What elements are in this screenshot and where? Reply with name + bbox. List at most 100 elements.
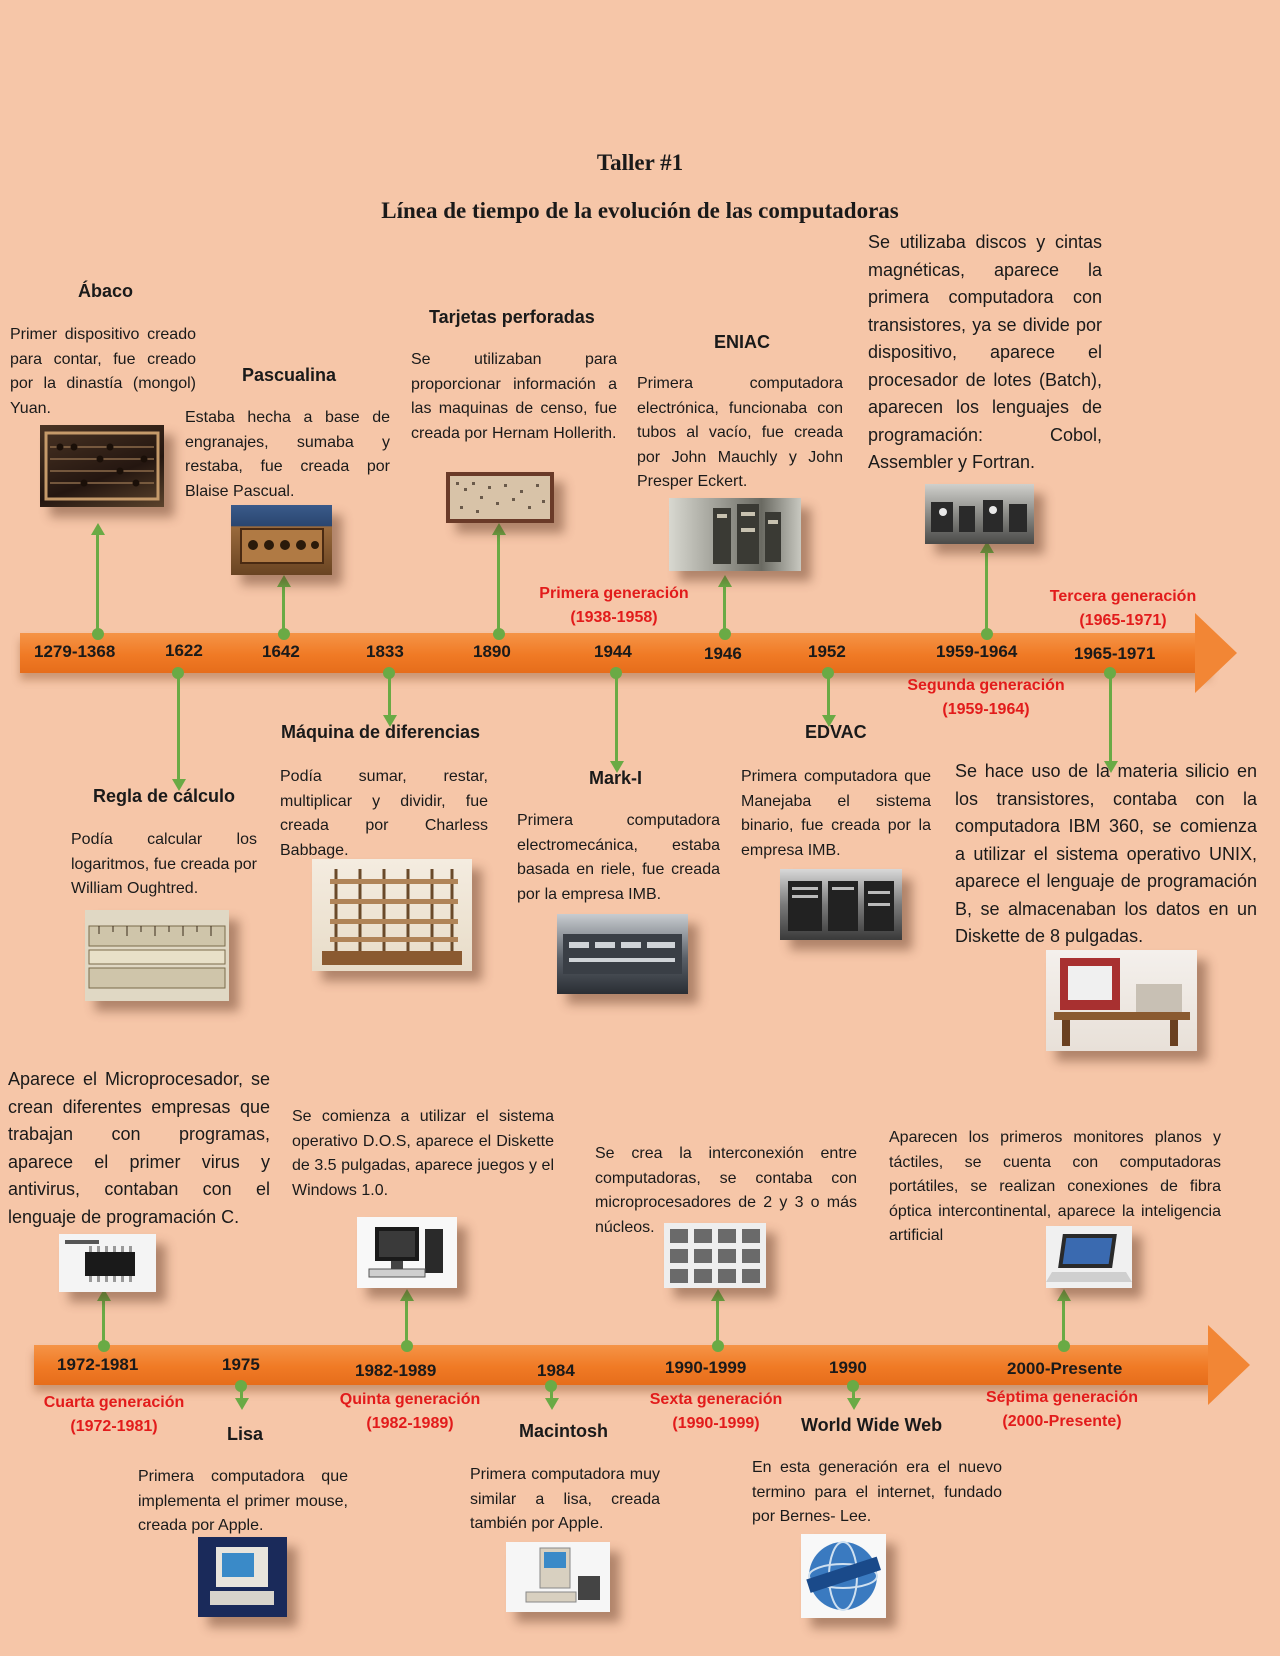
- event-text-eniac: Primera computadora electrónica, funcion…: [637, 375, 843, 490]
- difference-engine-photo: [312, 859, 472, 971]
- year-label: 1952: [808, 642, 846, 661]
- connector: [716, 1300, 719, 1346]
- year-label: 1890: [473, 642, 511, 661]
- lisa-photo: [198, 1537, 287, 1617]
- generation-label: Tercera generación (1965-1971): [1049, 588, 1197, 629]
- generation-label: Segunda generación (1959-1964): [907, 677, 1065, 718]
- year-label: 1975: [222, 1355, 260, 1374]
- event-title-mark1: Mark-I: [589, 768, 643, 788]
- year-label: 1965-1971: [1074, 644, 1156, 663]
- event-text-abaco: Primer dispositivo creado para contar, f…: [10, 326, 196, 417]
- connector-dot: [401, 1340, 413, 1352]
- event-text-quinta-generacion: Se comienza a utilizar el sistema operat…: [292, 1108, 554, 1199]
- connector-dot: [92, 628, 104, 640]
- event-title-regla: Regla de cálculo: [93, 786, 236, 806]
- year-label: 1972-1981: [57, 1355, 139, 1374]
- event-text-maquina: Podía sumar, restar, multiplicar y divid…: [280, 768, 488, 859]
- year-label: 1833: [366, 642, 404, 661]
- connector: [240, 1386, 243, 1400]
- connector-arrow: [822, 715, 836, 727]
- connector-dot: [981, 628, 993, 640]
- event-title-lisa: Lisa: [227, 1424, 264, 1444]
- punch-card-photo: [446, 472, 554, 523]
- connector-dot: [98, 1340, 110, 1352]
- event-text-tarjetas: Se utilizaban para proporcionar informac…: [411, 351, 617, 442]
- connector: [96, 534, 99, 634]
- connector: [827, 673, 830, 717]
- event-text-edvac: Primera computadora que Manejaba el sist…: [741, 768, 931, 859]
- year-label: 1946: [704, 644, 742, 663]
- connector-arrow: [980, 541, 994, 553]
- connector-arrow: [400, 1289, 414, 1301]
- year-label: 1944: [594, 642, 632, 661]
- www-globe-photo: [801, 1534, 886, 1618]
- event-title-abaco: Ábaco: [78, 281, 134, 301]
- timeline-bar-2: [34, 1345, 1214, 1385]
- event-text-sexta-generacion: Se crea la interconexión entre computado…: [595, 1145, 857, 1236]
- event-text-cuarta-generacion: Aparece el Microprocesador, se crean dif…: [8, 1069, 270, 1227]
- slide-rule-photo: [85, 910, 229, 1001]
- event-text-tercera-generacion: Se hace uso de la materia silicio en los…: [955, 761, 1257, 946]
- year-label: 2000-Presente: [1007, 1359, 1123, 1378]
- generation-label: Cuarta generación (1972-1981): [43, 1394, 185, 1435]
- event-title-tarjetas: Tarjetas perforadas: [429, 307, 595, 327]
- year-label: 1982-1989: [355, 1361, 437, 1380]
- connector-arrow: [711, 1289, 725, 1301]
- mainframe-room-photo: [925, 484, 1034, 544]
- computers-collage-photo: [664, 1223, 766, 1288]
- connector: [282, 586, 285, 634]
- year-label: 1959-1964: [936, 642, 1018, 661]
- connector-arrow: [172, 779, 186, 791]
- connector-arrow: [847, 1398, 861, 1410]
- event-text-mark1: Primera computadora electromecánica, est…: [517, 812, 720, 903]
- year-label: 1984: [537, 1361, 575, 1380]
- event-title-macintosh: Macintosh: [519, 1421, 609, 1441]
- event-text-segunda-generacion: Se utilizaba discos y cintas magnéticas,…: [868, 232, 1102, 472]
- event-text-lisa: Primera computadora que implementa el pr…: [138, 1468, 348, 1534]
- year-label: 1990: [829, 1358, 867, 1377]
- macintosh-photo: [506, 1542, 610, 1612]
- connector-arrow: [235, 1398, 249, 1410]
- timeline-bar-1: [20, 633, 1210, 673]
- connector: [497, 534, 500, 634]
- event-text-regla: Podía calcular los logaritmos, fue cread…: [71, 831, 257, 897]
- connector: [985, 552, 988, 634]
- event-title-maquina: Máquina de diferencias: [281, 722, 481, 742]
- year-label: 1279-1368: [34, 642, 116, 661]
- event-text-www: En esta generación era el nuevo termino …: [752, 1459, 1002, 1525]
- generation-label: Sexta generación (1990-1999): [649, 1391, 783, 1432]
- connector: [615, 673, 618, 763]
- timeline-arrowhead-2: [1208, 1325, 1250, 1405]
- event-text-macintosh: Primera computadora muy similar a lisa, …: [470, 1466, 660, 1532]
- connector-arrow: [1104, 761, 1118, 773]
- connector: [405, 1300, 408, 1346]
- microchip-photo: [59, 1234, 156, 1292]
- ibm360-photo: [1046, 950, 1197, 1051]
- event-text-pascualina: Estaba hecha a base de engranajes, sumab…: [185, 409, 390, 500]
- connector-arrow: [545, 1398, 559, 1410]
- event-title-edvac: EDVAC: [805, 722, 867, 742]
- year-label: 1990-1999: [665, 1358, 747, 1377]
- connector: [1109, 673, 1112, 763]
- event-title-www: World Wide Web: [801, 1415, 943, 1435]
- connector: [177, 673, 180, 781]
- generation-label: Quinta generación (1982-1989): [339, 1391, 481, 1432]
- laptop-photo: [1046, 1226, 1132, 1288]
- desktop-pc-photo: [357, 1217, 457, 1288]
- event-title-pascualina: Pascualina: [242, 365, 337, 385]
- generation-label: Séptima generación (2000-Presente): [985, 1389, 1139, 1430]
- connector: [102, 1300, 105, 1346]
- connector-dot: [719, 628, 731, 640]
- connector-dot: [1058, 1340, 1070, 1352]
- edvac-photo: [780, 869, 902, 940]
- connector-dot: [278, 628, 290, 640]
- connector-arrow: [91, 523, 105, 535]
- pascaline-photo: [231, 505, 332, 575]
- generation-label: Primera generación (1938-1958): [539, 585, 689, 626]
- connector-arrow: [1057, 1289, 1071, 1301]
- connector: [723, 586, 726, 634]
- connector: [550, 1386, 553, 1400]
- abacus-photo: [40, 425, 164, 507]
- connector-arrow: [383, 715, 397, 727]
- mark1-photo: [557, 914, 688, 994]
